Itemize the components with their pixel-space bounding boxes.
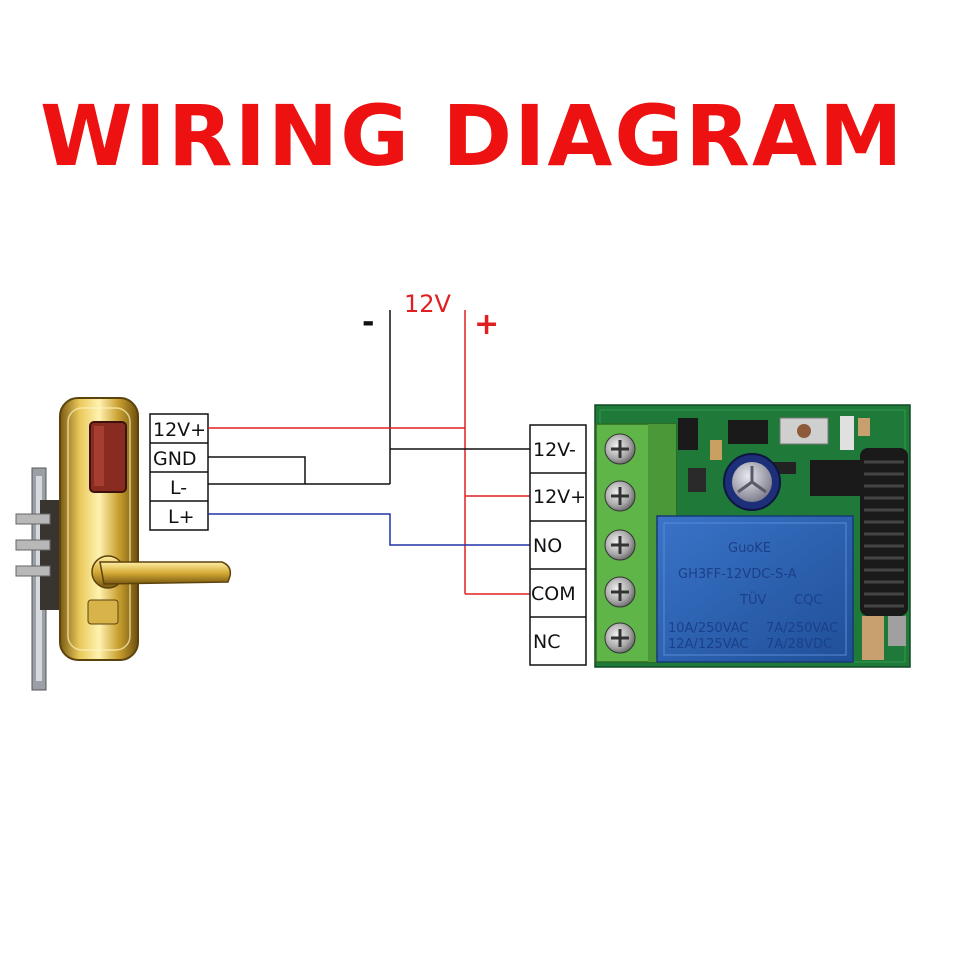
lock-terminal-gnd: GND xyxy=(153,448,197,470)
relay-tuv-mark: TÜV xyxy=(739,591,766,608)
relay-rating-4: 7A/28VDC xyxy=(766,637,832,652)
wire-lock-gnd xyxy=(208,456,306,484)
supply-voltage-label: 12V xyxy=(404,290,452,318)
supply-minus-sign: - xyxy=(362,305,374,340)
supply-plus-sign: + xyxy=(474,307,499,342)
antenna-coil xyxy=(860,448,908,660)
door-lock-image xyxy=(15,397,232,691)
relay-terminal-com: COM xyxy=(531,583,576,605)
relay-rating-2: 12A/125VAC xyxy=(668,637,748,652)
relay-module-image: GuoKE GH3FF-12VDC-S-A TÜV CQC 10A/250VAC… xyxy=(594,404,911,668)
lock-terminal-l-plus: L+ xyxy=(168,506,195,528)
lock-terminal-l-minus: L- xyxy=(170,477,187,499)
relay-terminal-12v-plus: 12V+ xyxy=(533,486,586,508)
relay-terminal-nc: NC xyxy=(533,631,560,653)
relay-terminal-no: NO xyxy=(533,535,562,557)
relay-terminal-labels: 12V- 12V+ NO COM NC xyxy=(529,424,587,666)
page-title: WIRING DIAGRAM xyxy=(40,87,905,185)
terminal-screws xyxy=(604,433,636,654)
relay-brand: GuoKE xyxy=(728,541,771,556)
wires xyxy=(208,310,530,595)
lock-terminal-12v-plus: 12V+ xyxy=(153,419,206,441)
relay-cqc-mark: CQC xyxy=(794,593,822,608)
relay-rating-3: 7A/250VAC xyxy=(766,621,838,636)
relay-terminal-12v-minus: 12V- xyxy=(533,439,576,461)
relay-model: GH3FF-12VDC-S-A xyxy=(678,567,797,582)
relay-rating-1: 10A/250VAC xyxy=(668,621,748,636)
wire-lock-l-plus-to-no xyxy=(208,513,530,546)
lock-terminal-block: 12V+ GND L- L+ xyxy=(149,413,209,531)
